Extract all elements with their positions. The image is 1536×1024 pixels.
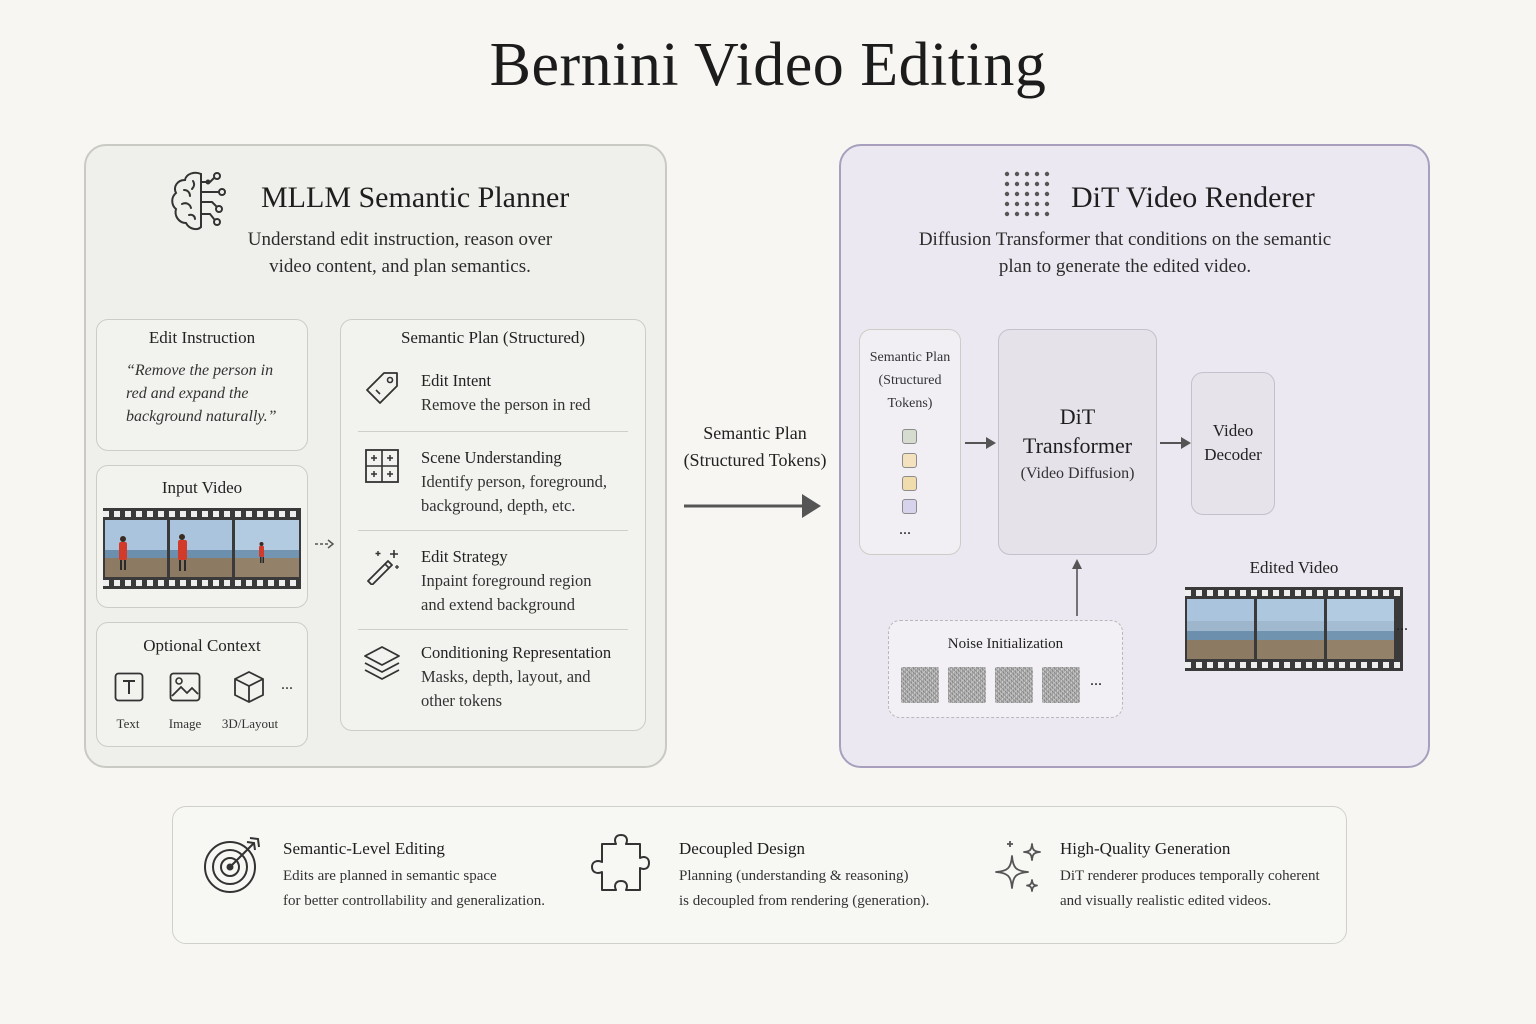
video-frame [1257,599,1324,659]
plan-item-title: Edit Intent [421,371,492,390]
feature-desc-line: Planning (understanding & reasoning) [679,868,909,884]
plan-item-desc: Inpaint foreground region [421,571,592,590]
magic-wand-icon [367,550,399,585]
semantic-plan-title: Semantic Plan (Structured) [400,328,586,347]
dashed-arrow-icon [315,539,335,549]
feature-desc-line: Edits are planned in semantic space [283,868,497,884]
context-more: ... [281,676,293,693]
dot-grid-icon [1004,171,1050,217]
edited-video-more: ... [1396,617,1408,634]
layers-icon [364,646,400,680]
feature-desc-line: for better controllability and generaliz… [283,893,545,909]
token-square [902,429,917,444]
plan-item-desc: and extend background [421,595,575,614]
noise-tile [948,667,986,703]
token-square [902,476,917,491]
context-label-image: Image [168,716,202,731]
renderer-subtitle-line: Diffusion Transformer that conditions on… [918,229,1332,250]
arrow-icon [1160,437,1191,449]
edited-video-title: Edited Video [1249,558,1339,577]
tokens-label-line: Tokens) [887,396,933,411]
edited-video-filmstrip [1185,587,1403,671]
instruction-quote-line: “Remove the person in [126,362,274,379]
plan-item-desc: Identify person, foreground, [421,472,608,491]
feature-title: Semantic-Level Editing [283,839,445,858]
noise-arrow-up [1072,559,1082,616]
video-frame [1187,599,1254,659]
feature-title: Decoupled Design [679,839,806,858]
tokens-more: ... [899,521,911,538]
renderer-subtitle-line: plan to generate the edited video. [998,256,1252,277]
plan-item-title: Scene Understanding [421,448,562,467]
feature-title: High-Quality Generation [1060,839,1231,858]
dit-title-line: Transformer [1022,433,1133,458]
image-icon [169,672,201,702]
token-square [902,453,917,468]
arrow-icon [965,437,996,449]
edit-instruction-title: Edit Instruction [148,328,256,347]
target-icon [204,837,260,893]
plan-item-title: Edit Strategy [421,547,508,566]
context-label-text: Text [116,716,140,731]
optional-context-card [96,622,308,747]
optional-context-title: Optional Context [143,636,261,655]
plan-item-desc: Remove the person in red [421,395,591,414]
feature-desc-line: is decoupled from rendering (generation)… [679,893,930,909]
renderer-title: DiT Video Renderer [1071,181,1315,214]
tag-icon [366,372,398,404]
video-decoder-box [1191,372,1275,515]
mid-arrow-label: Semantic Plan [703,423,807,443]
planner-subtitle-line: video content, and plan semantics. [269,256,531,277]
divider [358,431,628,432]
dit-transformer-box [998,329,1157,555]
mid-arrow-label: (Structured Tokens) [683,450,827,470]
plan-item-desc: background, depth, etc. [421,496,576,515]
tokens-label-line: Semantic Plan [869,350,951,365]
divider [358,629,628,630]
tokens-label-line: (Structured [878,373,942,388]
feature-desc-line: and visually realistic edited videos. [1060,893,1272,909]
planner-subtitle-line: Understand edit instruction, reason over [247,229,553,250]
plan-item-desc: Masks, depth, layout, and [421,667,591,686]
video-frame [235,520,299,577]
plan-item-desc: other tokens [421,691,503,710]
main-flow-arrow [684,494,821,518]
video-frame [170,520,232,577]
cube-3d-icon [234,670,264,704]
token-square [902,499,917,514]
dit-title-line: DiT [1059,404,1096,429]
semantic-plan-card [340,319,646,731]
dit-subtitle: (Video Diffusion) [1020,465,1135,482]
edit-instruction-card [96,319,308,451]
input-video-filmstrip [103,508,301,589]
input-video-title: Input Video [161,478,243,497]
noise-tile [1042,667,1080,703]
plan-item-title: Conditioning Representation [421,643,612,662]
sparkle-icon [995,841,1041,892]
puzzle-icon [591,834,650,891]
page-title: Bernini Video Editing [489,31,1047,99]
context-label-3d-layout: 3D/Layout [221,716,279,731]
noise-more: ... [1090,672,1102,689]
noise-init-title: Noise Initialization [947,636,1064,652]
noise-tile [901,667,939,703]
noise-tile [995,667,1033,703]
instruction-quote-line: red and expand the [126,385,249,402]
text-icon [114,672,144,702]
planner-title: MLLM Semantic Planner [261,181,570,214]
decoder-label-line: Decoder [1204,445,1262,464]
video-frame [1327,599,1394,659]
scene-grid-icon [365,449,399,483]
brain-circuit-icon [171,171,226,231]
decoder-label-line: Video [1212,421,1254,440]
instruction-quote-line: background naturally.” [126,408,277,425]
features-box [172,806,1347,944]
divider [358,530,628,531]
video-frame [105,520,167,577]
feature-desc-line: DiT renderer produces temporally coheren… [1060,868,1320,884]
